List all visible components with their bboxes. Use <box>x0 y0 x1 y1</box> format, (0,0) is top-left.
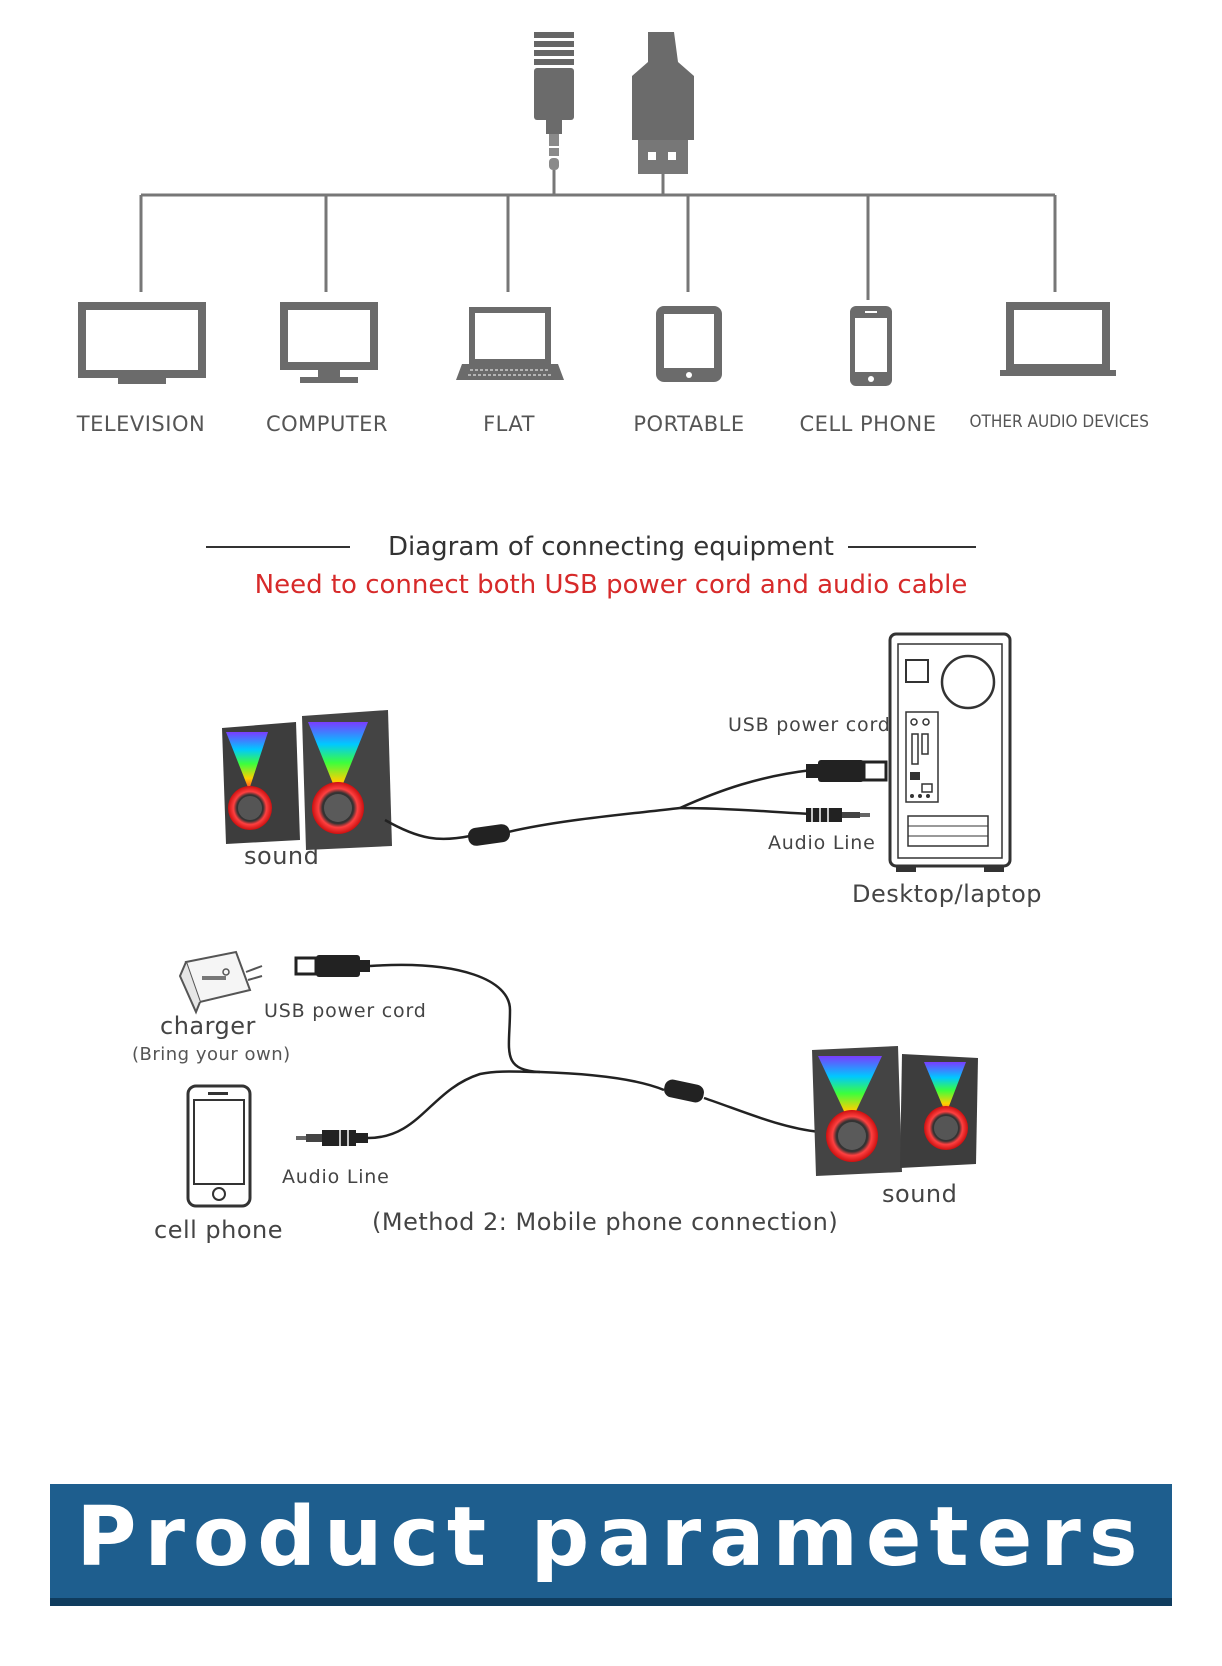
method1-audio-label: Audio Line <box>768 832 876 854</box>
diagram-subtitle: Need to connect both USB power cord and … <box>254 570 968 600</box>
product-parameters-banner: Product parameters <box>50 1484 1172 1606</box>
method2-audio-label: Audio Line <box>282 1166 390 1188</box>
device-label-portable: PORTABLE <box>633 412 745 436</box>
method2-caption: (Method 2: Mobile phone connection) <box>372 1208 839 1236</box>
desktop-tower-icon <box>888 632 1012 872</box>
speaker-pair-icon <box>222 710 392 850</box>
title-rules <box>206 546 976 548</box>
method2-usb-label: USB power cord <box>264 1000 427 1022</box>
device-label-other-audio: OTHER AUDIO DEVICES <box>969 412 1149 432</box>
tablet-icon <box>656 306 722 382</box>
method2-charger-label: charger <box>160 1012 256 1040</box>
smartphone-icon <box>186 1084 252 1208</box>
audio-plug-icon <box>296 1130 368 1146</box>
audio-jack-icon <box>534 32 574 170</box>
monitor-icon <box>1000 302 1116 376</box>
method1-device-label: Desktop/laptop <box>852 880 1042 908</box>
method1-usb-label: USB power cord <box>728 714 891 736</box>
device-tree <box>78 32 1116 386</box>
method1-speaker-label: sound <box>244 842 320 870</box>
speaker-pair-icon <box>812 1046 978 1176</box>
cell-phone-icon <box>850 306 892 386</box>
device-label-flat: FLAT <box>483 412 535 436</box>
audio-plug-icon <box>806 808 870 822</box>
method2-charger-note: (Bring your own) <box>132 1044 291 1065</box>
television-icon <box>78 302 206 384</box>
computer-monitor-icon <box>280 302 378 383</box>
device-label-television: TELEVISION <box>76 412 206 436</box>
laptop-icon <box>456 307 564 380</box>
usb-plug-icon <box>632 32 694 174</box>
diagram-title: Diagram of connecting equipment <box>0 532 1222 562</box>
method1-diagram <box>178 632 1012 1208</box>
usb-plug-icon <box>806 760 888 782</box>
charger-icon <box>178 950 263 1015</box>
usb-plug-icon <box>294 955 370 977</box>
method2-speaker-label: sound <box>882 1180 958 1208</box>
method2-phone-label: cell phone <box>154 1216 284 1244</box>
device-label-computer: COMPUTER <box>265 412 389 436</box>
banner-title: Product parameters <box>76 1490 1146 1585</box>
device-label-cell-phone: CELL PHONE <box>799 412 937 436</box>
